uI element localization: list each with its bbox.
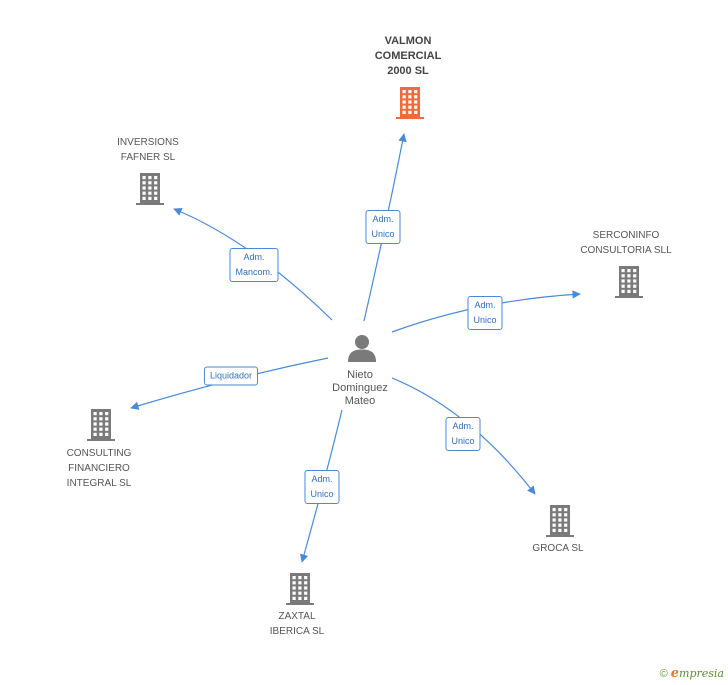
role-badge-groca[interactable]: Adm. Unico: [445, 417, 481, 451]
role-badge-valmon[interactable]: Adm. Unico: [365, 210, 401, 244]
role-badge-consulting[interactable]: Liquidador: [203, 366, 259, 386]
building-icon[interactable]: [394, 86, 426, 125]
building-icon[interactable]: [613, 265, 645, 304]
building-icon[interactable]: [85, 408, 117, 447]
company-label-valmon[interactable]: VALMON COMERCIAL 2000 SL: [374, 35, 442, 77]
person-icon: [348, 335, 376, 362]
role-badge-zaxtal[interactable]: Adm. Unico: [304, 470, 340, 504]
building-icon[interactable]: [284, 572, 316, 611]
footer-brand[interactable]: © empresia: [660, 666, 724, 681]
company-label-serconinfo[interactable]: SERCONINFO CONSULTORIA SLL: [580, 230, 672, 256]
brand-logo: empresia: [670, 666, 724, 681]
company-label-inversions[interactable]: INVERSIONS FAFNER SL: [117, 137, 179, 163]
person-name[interactable]: Nieto Dominguez Mateo: [332, 369, 388, 407]
company-label-consulting[interactable]: CONSULTING FINANCIERO INTEGRAL SL: [66, 448, 132, 489]
building-icon[interactable]: [134, 172, 166, 211]
copyright-symbol: ©: [659, 668, 668, 680]
role-badge-serconinfo[interactable]: Adm. Unico: [467, 296, 503, 330]
role-badge-inversions[interactable]: Adm. Mancom.: [229, 248, 279, 282]
building-icon[interactable]: [544, 504, 576, 543]
company-label-groca[interactable]: GROCA SL: [532, 543, 584, 554]
company-label-zaxtal[interactable]: ZAXTAL IBERICA SL: [269, 611, 325, 637]
